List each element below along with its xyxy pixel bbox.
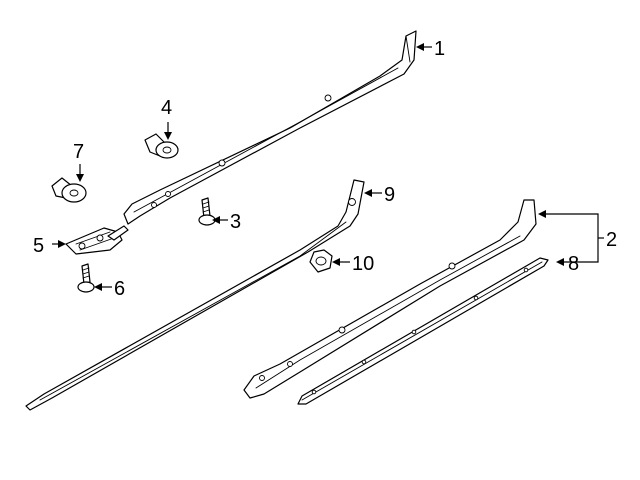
clip-push <box>144 133 179 159</box>
nut <box>309 249 333 273</box>
bracket <box>65 225 129 255</box>
long-molding <box>25 179 365 411</box>
leader-5 <box>52 240 66 248</box>
screw <box>198 197 216 226</box>
leader-3 <box>212 216 228 224</box>
leader-9 <box>364 189 382 197</box>
callout-9: 9 <box>384 184 395 206</box>
callout-1: 1 <box>434 38 445 60</box>
rocker-molding-upper <box>123 30 417 225</box>
clip-retainer <box>51 177 87 203</box>
callout-6: 6 <box>114 278 125 300</box>
callout-10: 10 <box>352 253 374 275</box>
callout-7: 7 <box>73 141 84 163</box>
lower-strip <box>297 257 549 405</box>
callout-5: 5 <box>33 235 44 257</box>
leader-7 <box>76 164 84 182</box>
callout-3: 3 <box>230 211 241 233</box>
leader-10 <box>332 258 350 266</box>
leader-2-8-bracket <box>538 210 604 266</box>
callout-2: 2 <box>606 229 617 251</box>
leader-4 <box>164 122 172 140</box>
screw-small <box>77 263 95 293</box>
rocker-molding-lower-assembly <box>243 199 537 399</box>
leader-1 <box>416 43 432 51</box>
callout-8: 8 <box>568 253 579 275</box>
leader-6 <box>94 283 112 291</box>
callout-4: 4 <box>161 97 172 119</box>
